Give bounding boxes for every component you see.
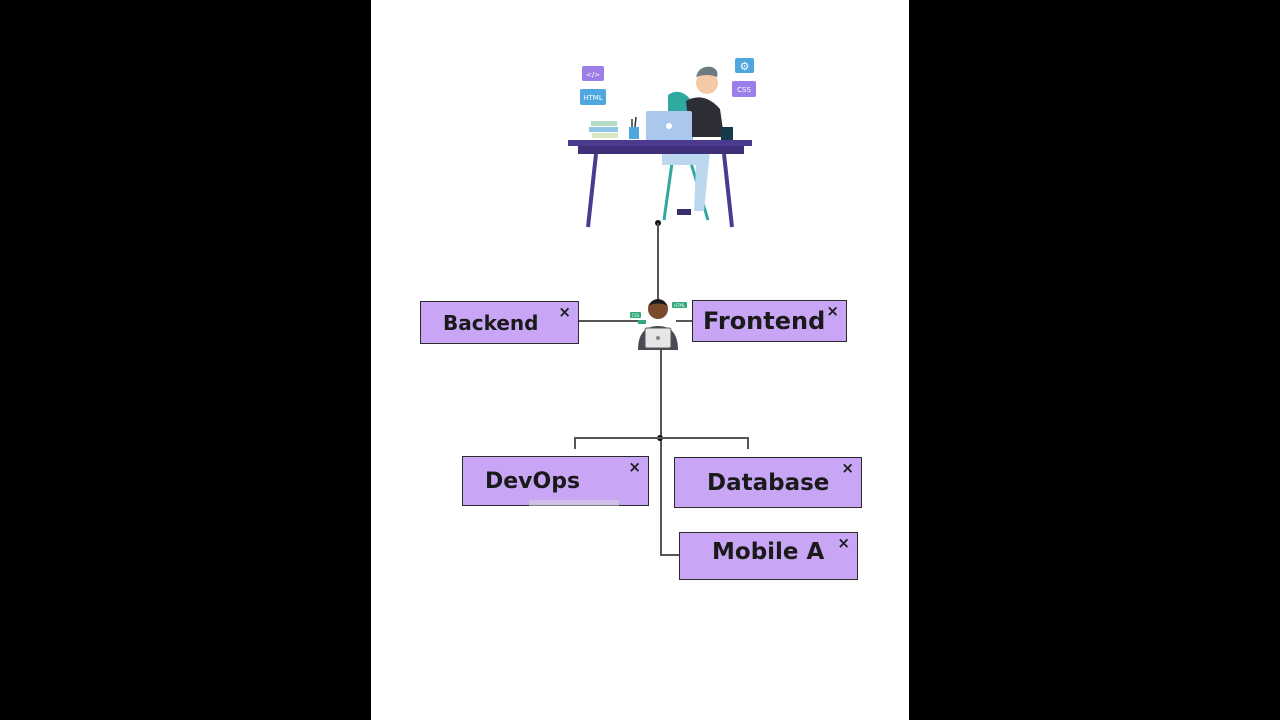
gear-icon: ⚙ <box>740 61 750 73</box>
css-badge <box>732 81 756 97</box>
node-devops[interactable]: DevOps × <box>462 456 649 506</box>
faded-text-remnant <box>529 500 619 506</box>
code-badge-label: </> <box>586 71 600 79</box>
avatar-html-label: HTML <box>674 303 686 308</box>
node-frontend[interactable]: Frontend × <box>692 300 847 342</box>
connector-branch-right-drop <box>747 437 749 449</box>
css-badge-label: CSS <box>737 86 751 94</box>
diagram-canvas: </> HTML ⚙ CSS <box>371 0 909 720</box>
html-badge <box>580 89 606 105</box>
node-database[interactable]: Database × <box>674 457 862 508</box>
close-icon[interactable]: × <box>628 458 641 476</box>
connector-backend <box>579 320 641 322</box>
node-frontend-label: Frontend <box>703 307 826 335</box>
developer-avatar: CSS HTML <box>630 299 687 350</box>
connector-frontend <box>676 320 692 322</box>
code-badge <box>582 66 604 81</box>
html-badge-label: HTML <box>583 94 603 102</box>
developer-illustration: </> HTML ⚙ CSS <box>568 58 756 228</box>
avatar-css-badge <box>630 312 641 318</box>
avatar-css-label: CSS <box>632 313 640 318</box>
node-backend-label: Backend <box>443 310 539 335</box>
connector-branch-left-drop <box>574 437 576 449</box>
gear-badge <box>735 58 754 73</box>
node-mobile[interactable]: Mobile A × <box>679 532 858 580</box>
close-icon[interactable]: × <box>558 303 571 321</box>
node-backend[interactable]: Backend × <box>420 301 579 344</box>
connector-center-vertical <box>660 348 662 555</box>
connector-mobile <box>660 554 680 556</box>
close-icon[interactable]: × <box>837 534 850 552</box>
node-devops-label: DevOps <box>485 468 581 494</box>
connector-top-vertical <box>657 223 659 300</box>
close-icon[interactable]: × <box>826 302 839 320</box>
connector-branch-horizontal <box>574 437 748 439</box>
avatar-html-badge <box>672 302 687 308</box>
close-icon[interactable]: × <box>841 459 854 477</box>
node-database-label: Database <box>707 469 830 496</box>
node-mobile-label: Mobile A <box>712 539 825 565</box>
